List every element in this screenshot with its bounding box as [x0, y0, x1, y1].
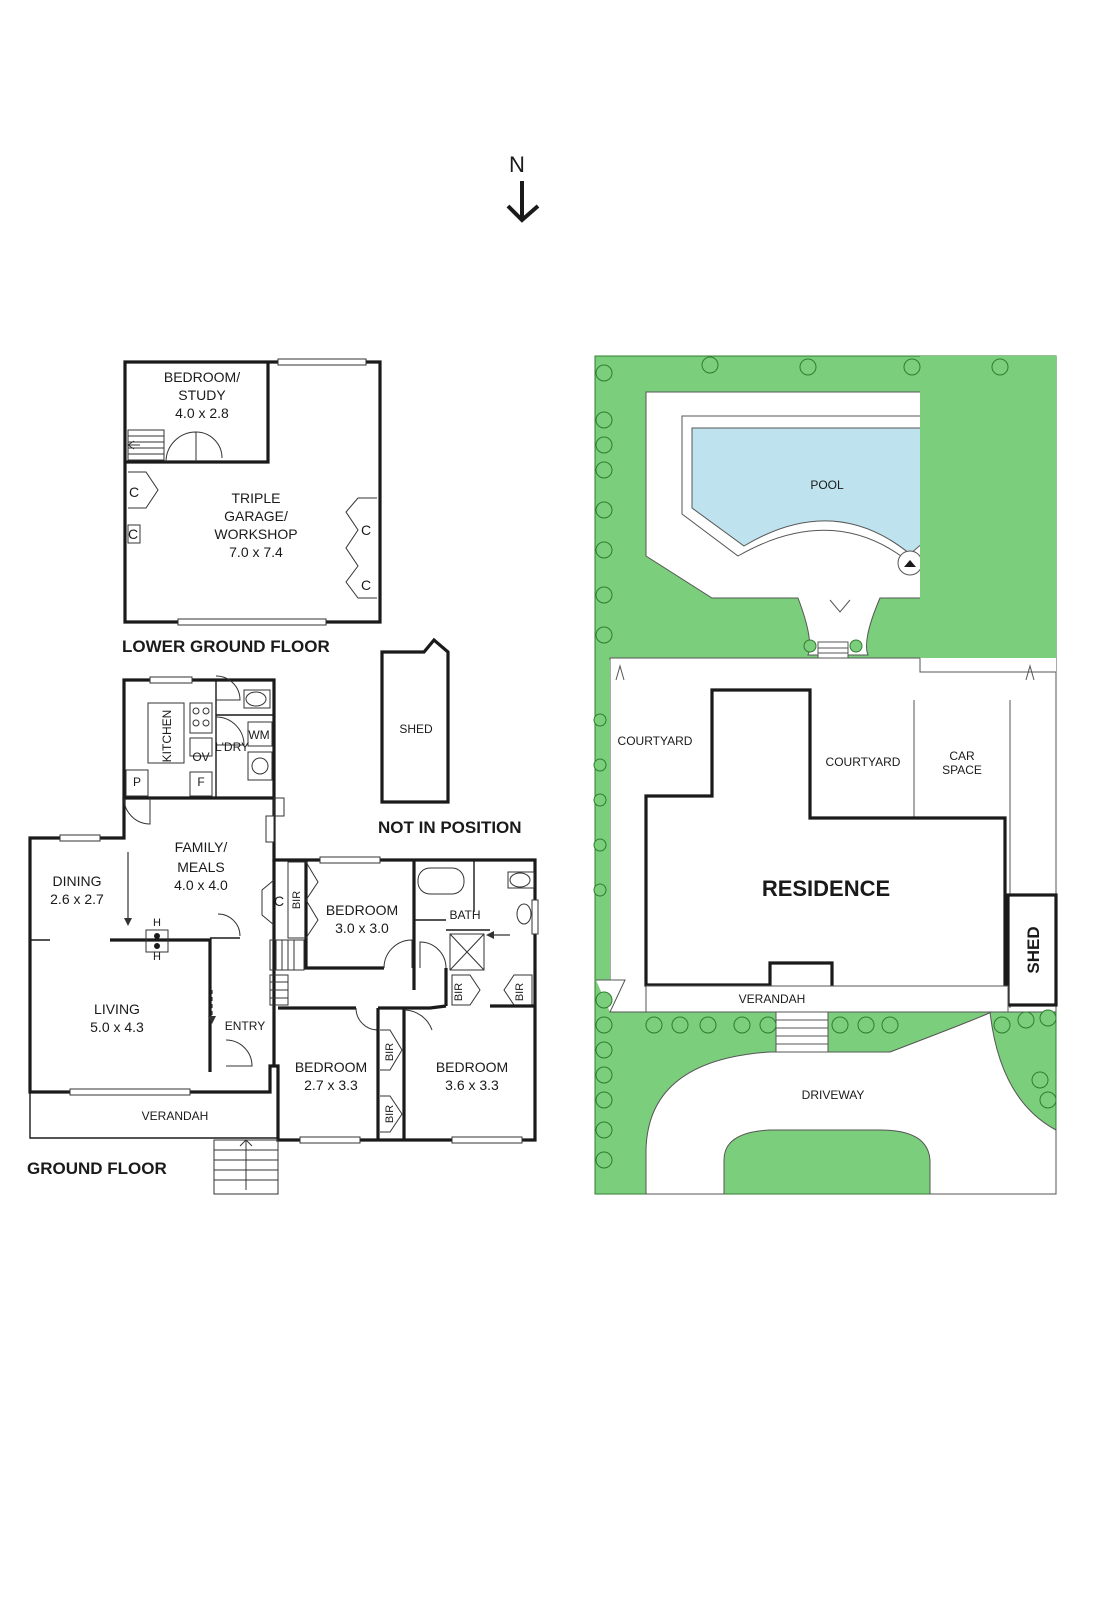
family-label-2: MEALS [177, 859, 224, 875]
bir-label-a: BIR [453, 983, 465, 1001]
lower-stairs [127, 429, 165, 461]
courtyard-left-label: COURTYARD [618, 734, 693, 748]
bed1-bir [287, 861, 319, 939]
garage-door [177, 618, 327, 626]
car-space-label-2: SPACE [942, 763, 982, 777]
cupboard-c-4: C [361, 577, 371, 593]
detached-shed: SHED NOT IN POSITION [378, 637, 522, 837]
kitchen-label: KITCHEN [160, 710, 174, 763]
site-plan: POOL SHED DRIVEWAY [593, 355, 1058, 1195]
laundry-label: L'DRY [215, 740, 249, 754]
bathtub [417, 867, 465, 895]
laundry-tub [247, 751, 273, 781]
living-window [69, 1088, 191, 1096]
front-steps [213, 1139, 279, 1195]
lower-ground-floor-plan: C C C C BEDROOM/ STUDY 4.0 x 2.8 TRIPLE … [122, 358, 382, 656]
garage-top-window [277, 358, 367, 366]
dining-label: DINING [53, 873, 102, 889]
kitchen-window [149, 676, 193, 684]
verandah-label: VERANDAH [142, 1109, 209, 1123]
bedroom-study-wall [125, 362, 270, 464]
lower-ground-title: LOWER GROUND FLOOR [122, 637, 330, 656]
garage-size: 7.0 x 7.4 [229, 544, 283, 560]
washing-machine [247, 721, 273, 747]
compass-letter: N [509, 152, 525, 177]
bed2-bir-b [380, 1095, 403, 1133]
toilet [509, 872, 531, 888]
cupboard-c-3: C [361, 522, 371, 538]
washing-machine-label: WM [248, 728, 269, 742]
bed1-bir-label: BIR [291, 891, 303, 909]
family-size: 4.0 x 4.0 [174, 877, 228, 893]
bedroom-study-label-2: STUDY [178, 387, 226, 403]
bed1-size: 3.0 x 3.0 [335, 920, 389, 936]
garage-label-3: WORKSHOP [214, 526, 297, 542]
bir-label-c: BIR [384, 1043, 396, 1061]
courtyard-right-label: COURTYARD [826, 755, 901, 769]
ground-floor-plan: KITCHEN L'DRY WM OV F P H H [27, 675, 539, 1195]
cooktop [189, 702, 213, 734]
bed2-bir-a [380, 1029, 403, 1071]
driveway-label: DRIVEWAY [802, 1088, 865, 1102]
bir-label-b: BIR [514, 983, 526, 1001]
garage-label-2: GARAGE/ [224, 508, 288, 524]
entry-label: ENTRY [225, 1019, 265, 1033]
fridge-label: F [197, 775, 204, 789]
bir-label-d: BIR [384, 1105, 396, 1123]
living-size: 5.0 x 4.3 [90, 1019, 144, 1035]
north-arrow-icon [506, 181, 540, 223]
kitchen-bench [147, 702, 185, 764]
driveway [645, 1011, 1057, 1195]
study-door-left [165, 431, 197, 463]
study-door-right [195, 431, 223, 459]
north-compass: N [506, 152, 540, 223]
cupboard-left [128, 471, 159, 509]
not-in-position-label: NOT IN POSITION [378, 818, 522, 837]
heater-label-top: H [153, 917, 161, 929]
family-label-1: FAMILY/ [175, 839, 228, 855]
bed3-bir-a [451, 974, 481, 1006]
heater [145, 929, 169, 953]
car-space-label-1: CAR [949, 749, 975, 763]
ground-floor-title: GROUND FLOOR [27, 1159, 167, 1178]
bedroom-study-size: 4.0 x 2.8 [175, 405, 229, 421]
site-verandah-label: VERANDAH [739, 992, 806, 1006]
cupboard-right [345, 497, 377, 599]
pool-label: POOL [810, 478, 844, 492]
bed3-bir-b [503, 974, 533, 1006]
oven-label: OV [192, 750, 209, 764]
cupboard-c-1: C [129, 484, 139, 500]
residence-outline [644, 688, 1007, 1010]
dining-size: 2.6 x 2.7 [50, 891, 104, 907]
heater-label-bottom: H [153, 951, 161, 963]
oven [189, 737, 213, 757]
site-shed [1006, 893, 1058, 1007]
hedge-trees [593, 356, 1057, 1169]
residence-label: RESIDENCE [762, 876, 890, 901]
living-label: LIVING [94, 1001, 140, 1017]
bath-label: BATH [449, 908, 480, 922]
cupboard-left-small [127, 524, 141, 544]
hall-cupboard-c: C [274, 893, 284, 909]
pantry [125, 769, 149, 797]
fridge [189, 771, 213, 797]
detached-shed-label: SHED [399, 722, 433, 736]
bed2-size: 2.7 x 3.3 [304, 1077, 358, 1093]
pantry-label: P [133, 775, 141, 789]
site-verandah [645, 985, 1009, 1013]
cupboard-c-2: C [128, 526, 138, 542]
bedroom-study-label-1: BEDROOM/ [164, 369, 240, 385]
bed1-label: BEDROOM [326, 902, 398, 918]
garage-label-1: TRIPLE [231, 490, 280, 506]
bed3-size: 3.6 x 3.3 [445, 1077, 499, 1093]
bed3-label: BEDROOM [436, 1059, 508, 1075]
toilet-lower [245, 691, 267, 707]
site-shed-label: SHED [1024, 926, 1043, 973]
dining-window [59, 834, 101, 842]
hall-stairs [269, 939, 305, 1006]
bed2-label: BEDROOM [295, 1059, 367, 1075]
shower [449, 933, 485, 971]
